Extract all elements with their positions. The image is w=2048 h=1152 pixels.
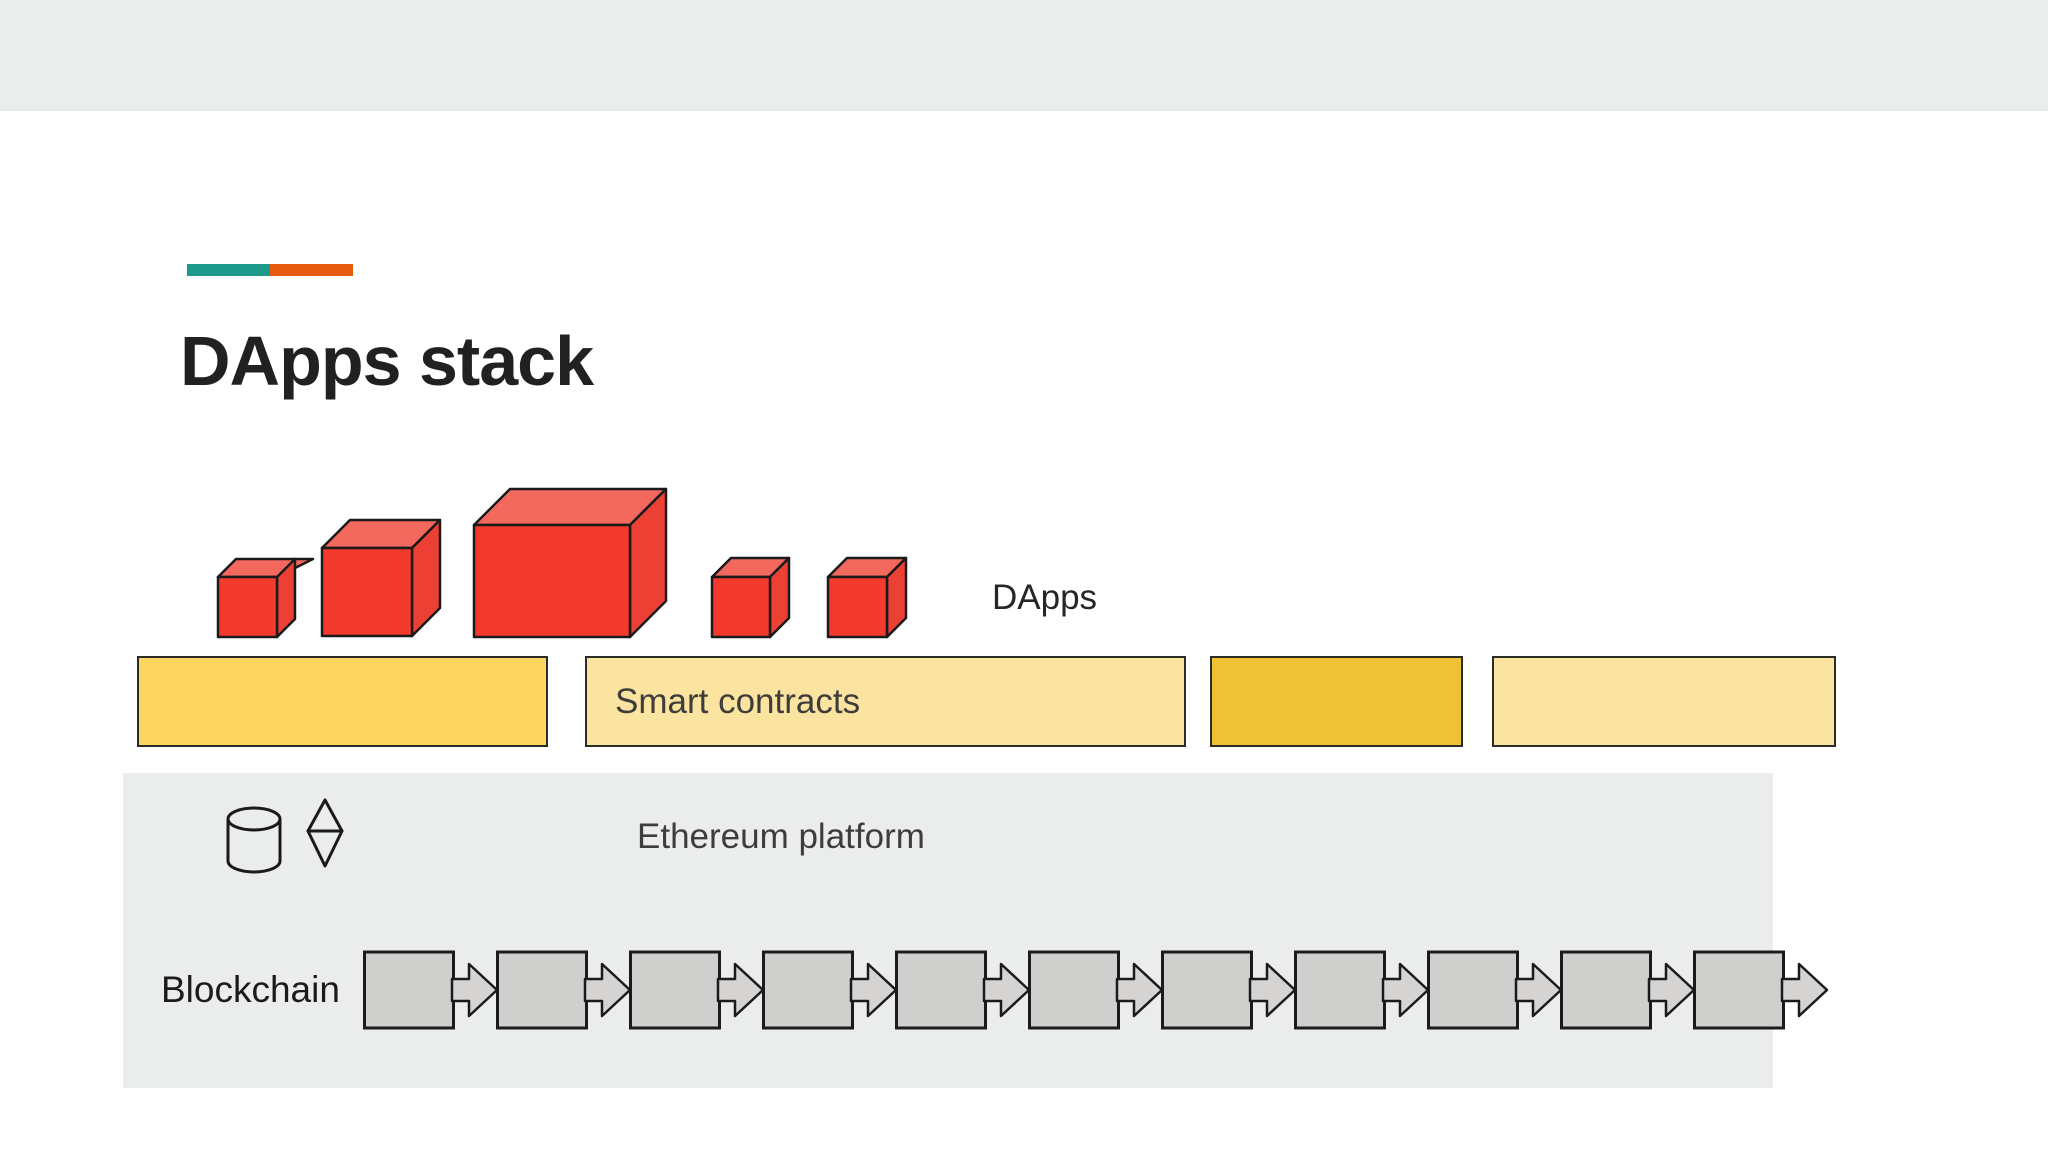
ethereum-diamond-icon	[306, 798, 344, 868]
database-icon	[226, 806, 282, 874]
blockchain-block	[1560, 950, 1652, 1030]
dapp-cube-2	[320, 518, 442, 638]
blockchain-block	[496, 950, 588, 1030]
dapp-cube-4	[710, 556, 791, 639]
blockchain-arrow	[982, 962, 1031, 1018]
accent-bar	[187, 264, 353, 276]
blockchain-arrow	[1115, 962, 1164, 1018]
blockchain-block	[1693, 950, 1785, 1030]
blockchain-block	[1161, 950, 1253, 1030]
layer-bar-1	[137, 656, 548, 747]
page-title: DApps stack	[180, 322, 594, 400]
smart-contracts-label: Smart contracts	[615, 681, 861, 721]
blockchain-arrow	[1381, 962, 1430, 1018]
blockchain-block	[629, 950, 721, 1030]
blockchain-block	[1294, 950, 1386, 1030]
blockchain-arrow	[849, 962, 898, 1018]
accent-bar-orange-segment	[270, 264, 353, 276]
blockchain-label: Blockchain	[161, 969, 340, 1010]
header-band	[0, 0, 2048, 111]
blockchain-arrow	[1780, 962, 1829, 1018]
accent-bar-teal-segment	[187, 264, 270, 276]
blockchain-block	[762, 950, 854, 1030]
dapp-cube-1	[216, 557, 315, 639]
blockchain-arrow	[450, 962, 499, 1018]
blockchain-block	[895, 950, 987, 1030]
dapps-cubes-graphic	[216, 487, 908, 639]
blockchain-chain	[363, 950, 1829, 1030]
ethereum-platform-label: Ethereum platform	[637, 817, 925, 856]
blockchain-arrow	[716, 962, 765, 1018]
blockchain-block	[363, 950, 455, 1030]
blockchain-arrow	[1514, 962, 1563, 1018]
blockchain-block	[1028, 950, 1120, 1030]
blockchain-arrow	[1647, 962, 1696, 1018]
blockchain-arrow	[1248, 962, 1297, 1018]
layer-bar-smart-contracts: Smart contracts	[585, 656, 1186, 747]
dapp-cube-3	[472, 487, 668, 639]
dapps-label: DApps	[992, 578, 1098, 617]
layer-bar-3	[1210, 656, 1463, 747]
blockchain-block	[1427, 950, 1519, 1030]
layer-bar-4	[1492, 656, 1836, 747]
dapp-cube-5	[826, 556, 908, 639]
blockchain-arrow	[583, 962, 632, 1018]
ethereum-platform-box	[123, 773, 1773, 1088]
